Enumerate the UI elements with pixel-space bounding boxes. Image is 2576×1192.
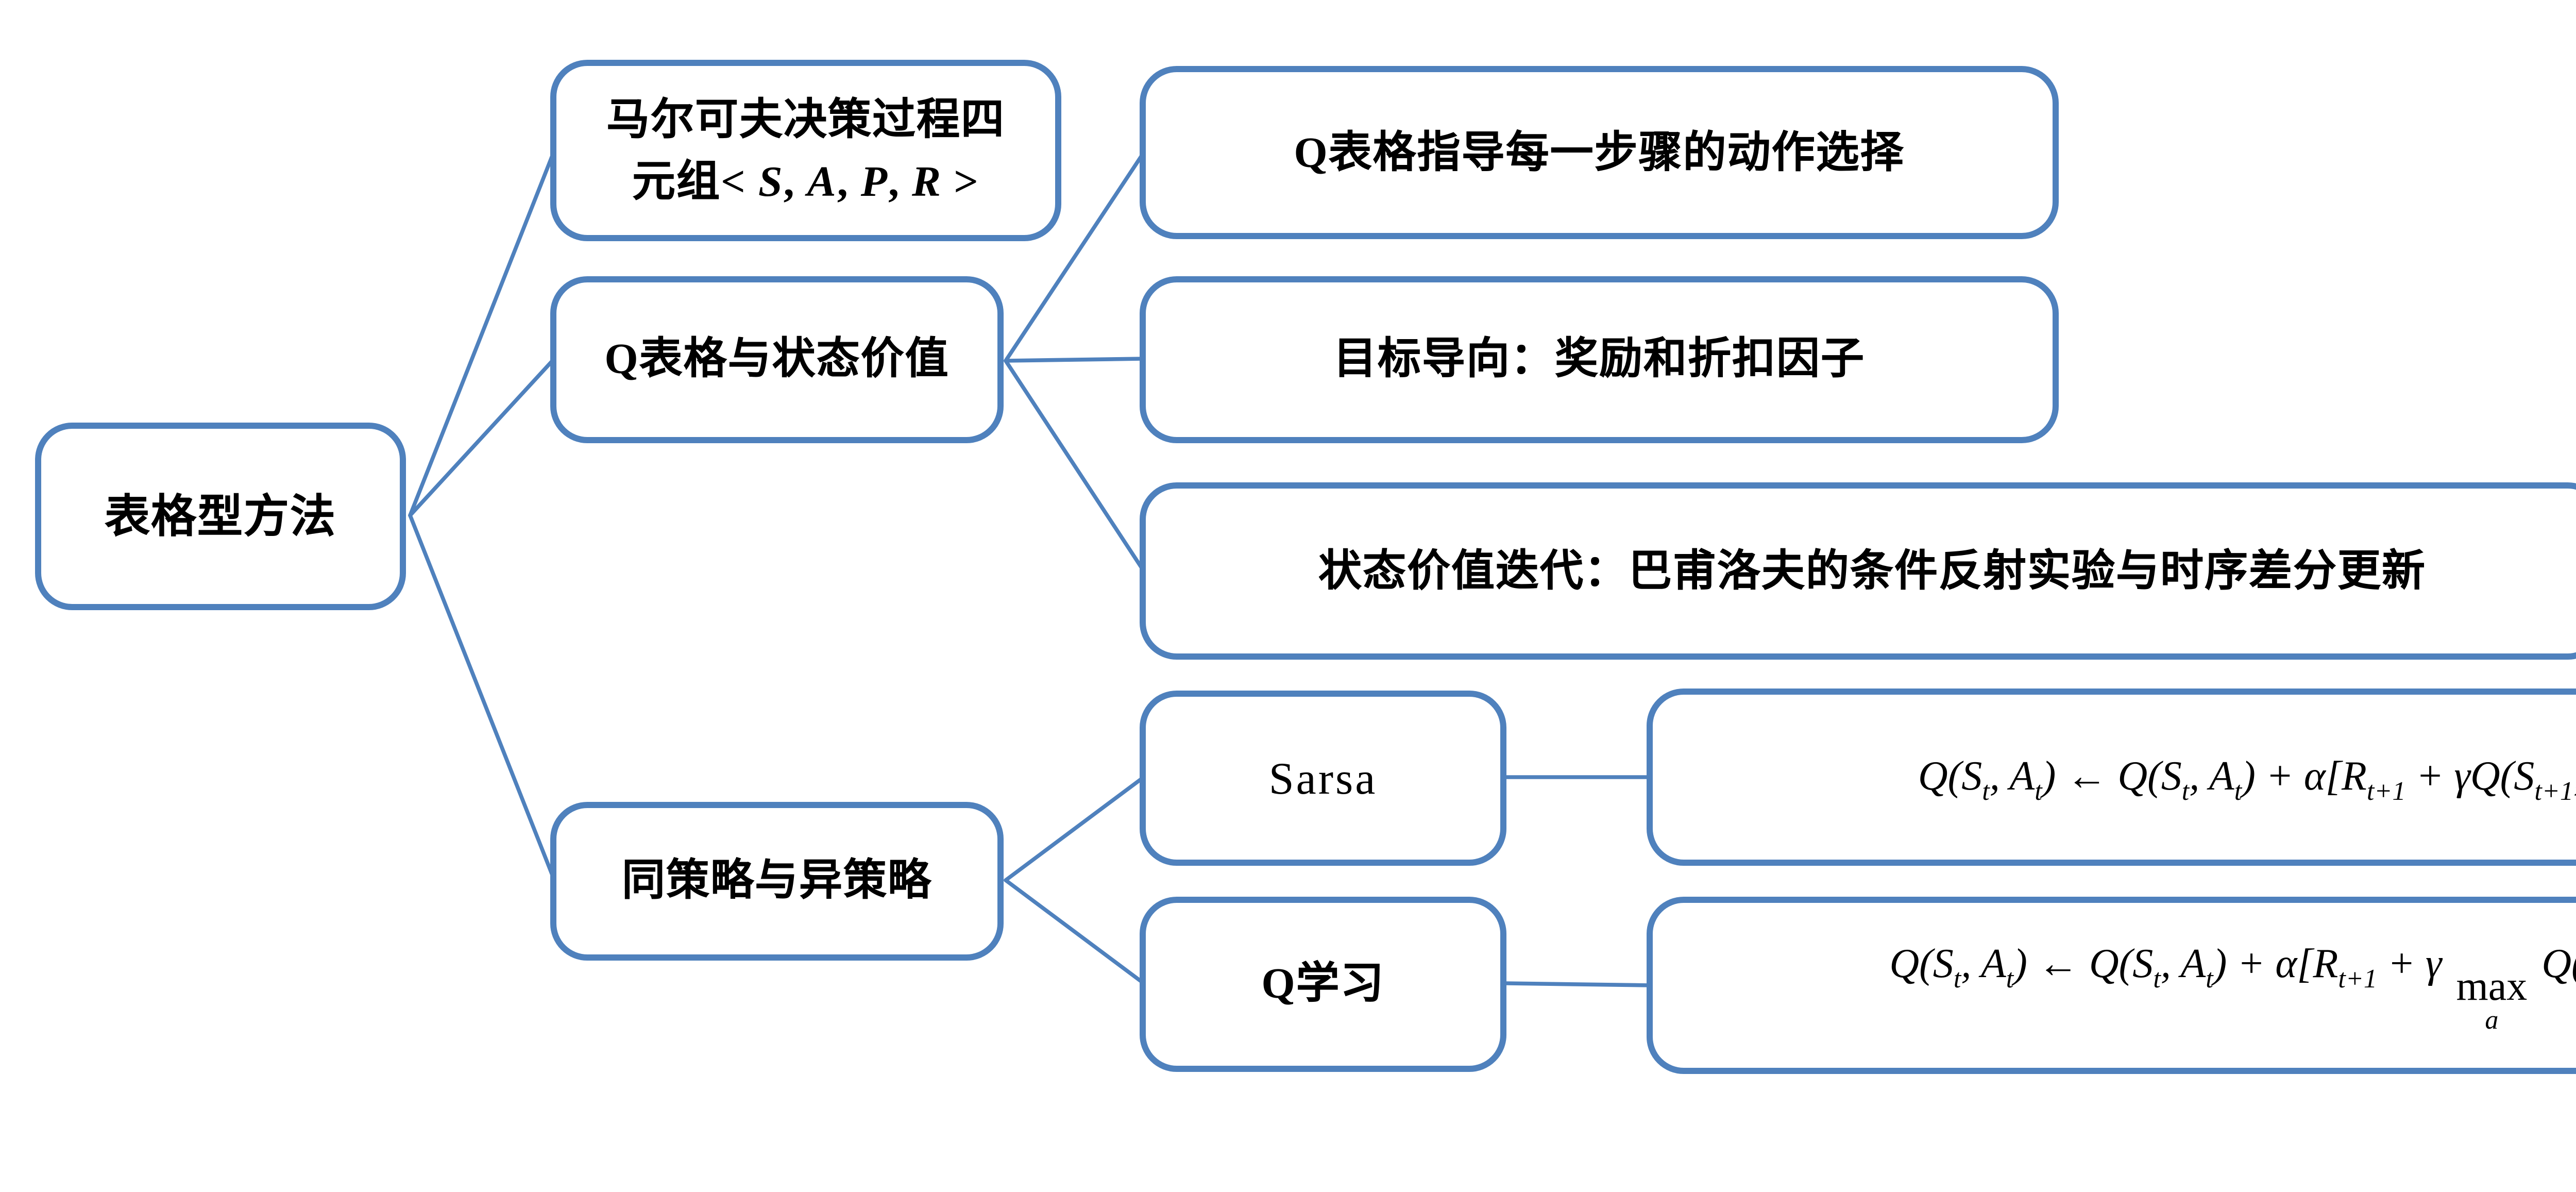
node-qlearning-label: Q学习: [1261, 959, 1385, 1009]
connector-policy-sarsa: [1004, 775, 1146, 882]
node-policy: 同策略与异策略: [550, 802, 1004, 961]
connector-qtable-goal: [1004, 357, 1146, 363]
node-goal-label: 目标导向：奖励和折扣因子: [1333, 334, 1865, 384]
node-qtable-label: Q表格与状态价值: [604, 334, 950, 384]
sarsa-formula-text: Q(St, At) ← Q(St, At) + α[Rt+1 + γQ(St+1…: [1918, 753, 2576, 805]
connector-root-qtable: [408, 357, 556, 517]
node-qlearning: Q学习: [1140, 897, 1506, 1072]
node-root-label: 表格型方法: [104, 490, 336, 542]
node-mdp-label: 马尔可夫决策过程四 元组< S, A, P, R >: [606, 88, 1005, 213]
node-qguide: Q表格指导每一步骤的动作选择: [1140, 66, 2059, 239]
node-qtable: Q表格与状态价值: [550, 276, 1004, 443]
node-root: 表格型方法: [35, 423, 406, 610]
node-sarsa-formula: Q(St, At) ← Q(St, At) + α[Rt+1 + γQ(St+1…: [1647, 689, 2576, 866]
node-sarsa-label: Sarsa: [1268, 751, 1378, 803]
node-valueiter-label: 状态价值迭代：巴甫洛夫的条件反射实验与时序差分更新: [1318, 546, 2426, 596]
node-mdp-tuple: 马尔可夫决策过程四 元组< S, A, P, R >: [550, 60, 1061, 241]
connector-root-mdp: [408, 148, 556, 517]
node-policy-label: 同策略与异策略: [622, 856, 932, 906]
mdp-line1: 马尔可夫决策过程四: [606, 94, 1005, 144]
connector-qtable-qguide: [1004, 150, 1146, 363]
connector-root-policy: [408, 513, 556, 882]
node-valueiter: 状态价值迭代：巴甫洛夫的条件反射实验与时序差分更新: [1140, 482, 2576, 660]
connector-qtable-valueiter: [1004, 359, 1146, 573]
mdp-line2: 元组< S, A, P, R >: [632, 157, 979, 206]
node-goal: 目标导向：奖励和折扣因子: [1140, 276, 2059, 443]
connector-qlearning-formula: [1504, 981, 1653, 987]
node-qguide-label: Q表格指导每一步骤的动作选择: [1294, 127, 1905, 177]
connector-policy-qlearning: [1004, 878, 1146, 985]
node-sarsa: Sarsa: [1140, 691, 1506, 866]
